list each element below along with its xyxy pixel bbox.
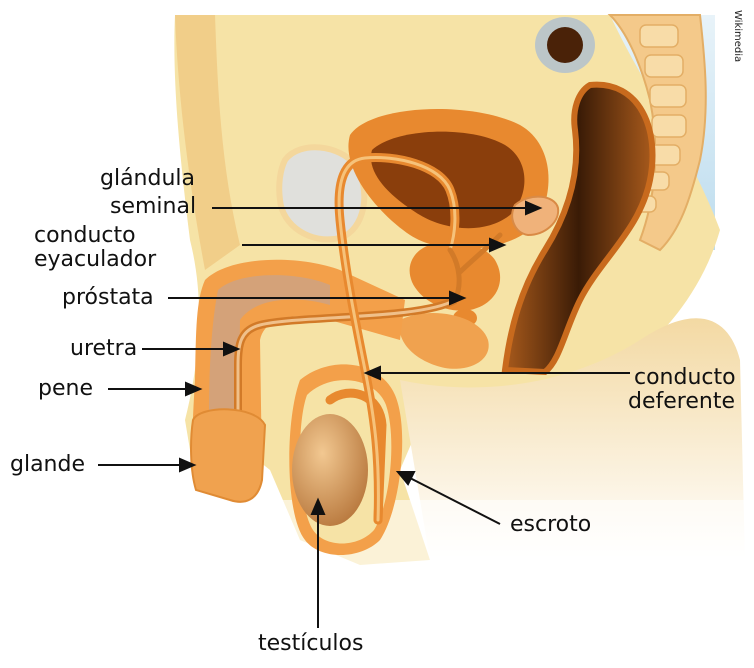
label-conducto-deferente-line1: conducto [634,366,736,390]
label-glande: glande [10,453,85,477]
label-conducto-eyaculador-line2: eyaculador [34,248,156,272]
label-glandula-line2: seminal [110,195,196,219]
label-pene: pene [38,377,93,401]
testis [292,414,368,526]
label-uretra: uretra [70,337,137,361]
glans [191,409,265,501]
label-glandula-line1: glándula [100,167,195,191]
credit-wikimedia: Wikimedia [732,10,743,62]
colon-lumen [547,27,583,63]
label-escroto: escroto [510,513,591,537]
label-prostata: próstata [62,286,154,310]
label-conducto-eyaculador-line1: conducto [34,224,136,248]
label-testiculos: testículos [258,632,363,656]
label-conducto-deferente-line2: deferente [628,390,735,414]
lower-fade [200,500,745,600]
